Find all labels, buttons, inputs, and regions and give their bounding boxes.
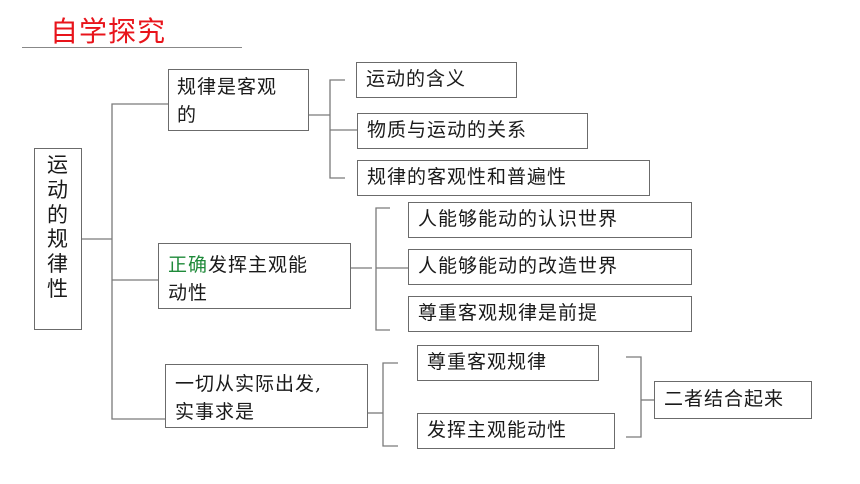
branch-text: 发挥主观能: [208, 254, 309, 276]
branch-line: 实事求是: [175, 400, 256, 423]
branch-seek-truth: 一切从实际出发, 实事求是: [165, 364, 368, 428]
leaf-node: 物质与运动的关系: [357, 113, 588, 149]
leaf-node: 人能够能动的认识世界: [408, 202, 692, 238]
leaf-node: 发挥主观能动性: [417, 413, 615, 449]
branch-line: 规律是客观: [177, 76, 278, 98]
leaf-node: 尊重客观规律是前提: [408, 296, 692, 332]
root-char: 律: [47, 252, 69, 277]
root-char: 规: [47, 227, 69, 252]
bracket-b3: [382, 362, 398, 447]
root-char: 动: [47, 177, 69, 202]
branch-subjective-initiative: 正确发挥主观能 动性: [158, 243, 351, 309]
bracket-final: [626, 356, 642, 438]
leaf-node: 人能够能动的改造世界: [408, 249, 692, 285]
leaf-node: 运动的含义: [356, 62, 517, 98]
leaf-node: 规律的客观性和普遍性: [357, 160, 650, 196]
root-node: 运 动 的 规 律 性: [34, 148, 82, 330]
bracket-b2: [375, 207, 390, 331]
root-char: 的: [47, 202, 69, 227]
leaf-node: 尊重客观规律: [417, 345, 599, 381]
branch-line: 正确发挥主观能: [168, 252, 350, 280]
branch-line: 动性: [168, 281, 209, 304]
bracket-main: [111, 103, 128, 420]
root-char: 性: [47, 276, 69, 301]
page-title: 自学探究: [50, 15, 167, 48]
root-char: 运: [47, 153, 69, 177]
branch-line: 的: [177, 103, 198, 126]
branch-law-objective: 规律是客观 的: [168, 69, 309, 131]
title-underline: [22, 47, 242, 48]
branch-line: 一切从实际出发,: [175, 373, 323, 395]
bracket-b1: [329, 79, 345, 179]
final-node: 二者结合起来: [654, 381, 812, 419]
emphasis-text: 正确: [168, 254, 209, 276]
